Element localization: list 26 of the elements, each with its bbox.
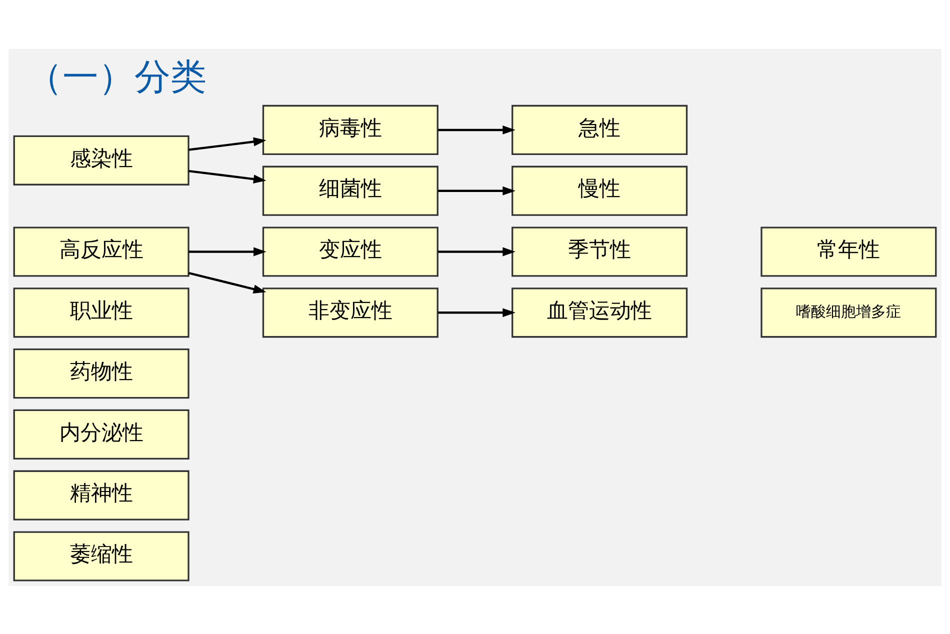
arrow — [188, 136, 266, 150]
node-box: 血管运动性 — [512, 287, 688, 338]
arrow — [438, 125, 516, 134]
node-box: 萎缩性 — [13, 530, 190, 581]
arrow — [438, 246, 516, 256]
diagram-title: （一）分类 — [26, 56, 207, 98]
node-box: 内分泌性 — [13, 408, 190, 459]
arrow — [188, 271, 266, 293]
node-box: 慢性 — [512, 165, 688, 216]
arrow — [188, 169, 266, 183]
node-box: 急性 — [512, 104, 688, 155]
arrow — [438, 186, 516, 195]
arrow — [188, 246, 266, 256]
node-box: 药物性 — [13, 348, 190, 398]
node-box: 嗜酸细胞增多症 — [760, 287, 937, 338]
node-box: 高反应性 — [13, 226, 190, 276]
node-box: 细菌性 — [262, 165, 438, 216]
node-box: 精神性 — [13, 470, 190, 520]
node-box: 非变应性 — [262, 287, 438, 338]
node-box: 变应性 — [262, 226, 438, 276]
node-box: 职业性 — [13, 287, 190, 338]
node-box: 病毒性 — [262, 104, 438, 155]
node-box: 感染性 — [13, 134, 190, 185]
node-box: 季节性 — [512, 226, 688, 276]
node-box: 常年性 — [760, 226, 937, 276]
arrow — [438, 308, 516, 317]
